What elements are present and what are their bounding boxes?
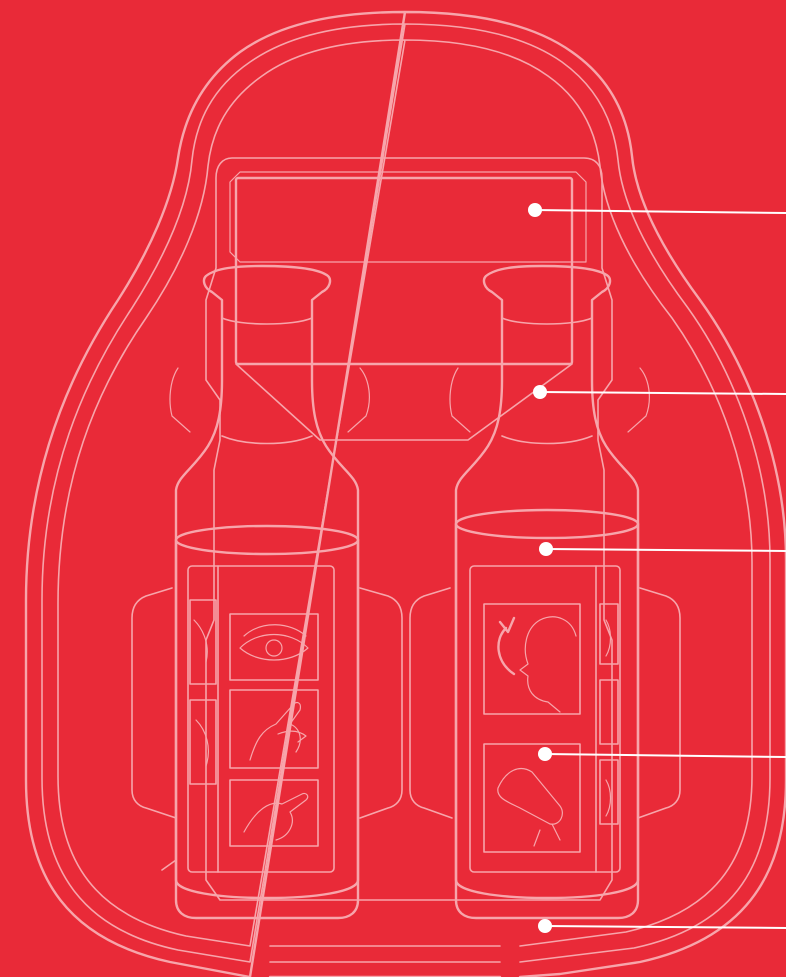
callout-1[interactable] — [528, 203, 786, 217]
callout-4[interactable] — [538, 747, 786, 761]
callout-5-dot — [538, 919, 552, 933]
callout-3-line — [546, 549, 786, 551]
callout-2-dot — [533, 385, 547, 399]
housing-outline — [26, 12, 786, 977]
callout-3-dot — [539, 542, 553, 556]
callout-4-line — [545, 754, 786, 757]
mounting-tray — [206, 158, 612, 900]
hand-icon — [230, 690, 318, 768]
callout-4-dot — [538, 747, 552, 761]
rotate-arrow-icon — [498, 618, 514, 674]
instruction-card — [236, 178, 572, 364]
callout-5-line — [545, 926, 786, 928]
callout-2-line — [540, 392, 786, 394]
callout-1-dot — [528, 203, 542, 217]
callout-3[interactable] — [539, 542, 786, 556]
